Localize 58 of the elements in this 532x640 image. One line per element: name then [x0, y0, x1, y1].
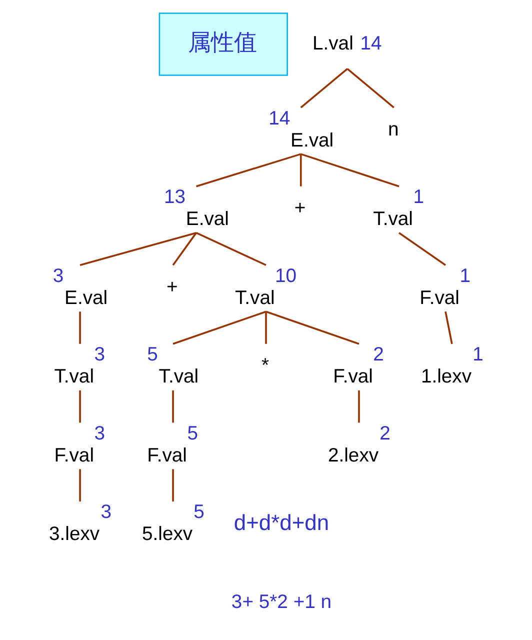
node-label: 2: [380, 422, 390, 444]
connector: [398, 232, 446, 266]
node-label: 10: [275, 264, 297, 287]
node-text: T.val: [54, 366, 94, 388]
connector: [172, 310, 266, 345]
connector: [266, 310, 360, 345]
connector: [172, 469, 174, 502]
node-label: 5: [187, 422, 198, 444]
connector: [172, 232, 197, 266]
label: d+d*d+dn: [234, 510, 330, 535]
connector: [172, 390, 174, 423]
connector: [358, 390, 360, 423]
node-text: E.val: [290, 129, 334, 152]
node-text: *: [261, 354, 270, 377]
node-text: 1.lexv: [420, 366, 472, 388]
node-text: L.val: [312, 32, 354, 54]
connector: [300, 154, 302, 186]
node-label: 1: [472, 344, 484, 366]
node-text: 2.lexv: [328, 444, 379, 466]
node-text: T.val: [158, 366, 199, 388]
connector: [80, 232, 196, 266]
node-label: 13: [164, 186, 186, 208]
node-text: 5.lexv: [142, 523, 193, 546]
connector: [79, 390, 81, 423]
label: 3+ 5*2 +1 n: [231, 590, 332, 613]
node-text: T.val: [373, 208, 413, 230]
node-label: 3: [100, 501, 112, 524]
connector: [196, 153, 302, 188]
node-label: 5: [147, 344, 158, 366]
node-label: 2: [373, 344, 384, 366]
node-label: 3: [52, 264, 64, 287]
node-text: E.val: [186, 208, 229, 230]
node-text: F.val: [147, 444, 187, 466]
connector: [346, 68, 394, 108]
node-text: 3.lexv: [49, 523, 100, 546]
node-label: 3: [94, 344, 106, 366]
node-text: T.val: [235, 286, 275, 309]
connector: [79, 469, 81, 502]
node-label: 14: [360, 32, 382, 54]
connector: [444, 311, 453, 344]
connector: [196, 232, 266, 266]
node-text: F.val: [420, 286, 460, 309]
connector: [300, 68, 348, 108]
node-text: F.val: [54, 444, 94, 466]
node-text: +: [166, 276, 178, 298]
node-text: F.val: [333, 366, 373, 388]
connector: [79, 312, 81, 344]
node-label: 1: [413, 186, 424, 208]
node-text: E.val: [64, 286, 108, 309]
connector: [300, 153, 400, 188]
node-label: 1: [460, 264, 470, 287]
node-text: n: [388, 118, 399, 140]
node-label: 14: [268, 107, 290, 130]
node-box: 属性值: [158, 12, 288, 76]
node-text: +: [294, 197, 306, 220]
node-label: 3: [94, 422, 106, 444]
node-label: 5: [194, 501, 204, 524]
connector: [265, 312, 267, 344]
